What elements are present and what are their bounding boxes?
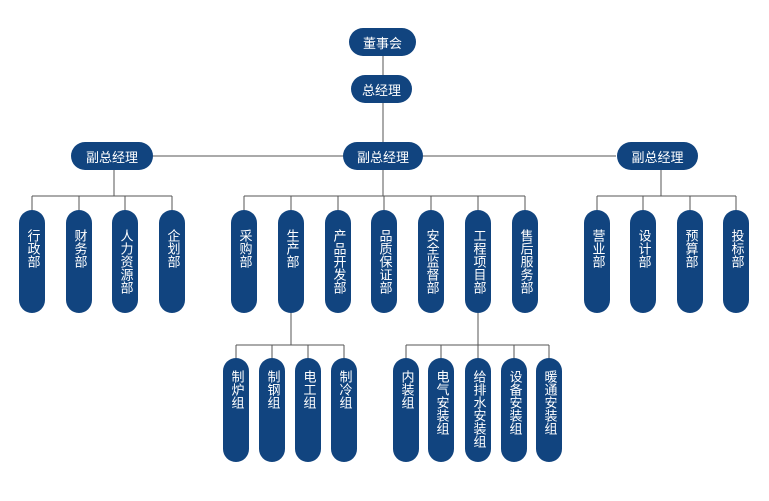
- dept-node: 采购部: [231, 210, 257, 313]
- group-node: 电工组: [295, 358, 321, 462]
- group-label: 电气安装组: [433, 370, 449, 435]
- dept-label: 售后服务部: [517, 229, 533, 294]
- dept-node: 生产部: [278, 210, 304, 313]
- dept-label: 采购部: [236, 229, 252, 268]
- dept-node: 企划部: [159, 210, 185, 313]
- group-node: 内装组: [393, 358, 419, 462]
- dept-label: 财务部: [71, 229, 87, 268]
- board-label: 董事会: [362, 36, 402, 52]
- vp-node-left: 副总经理: [71, 142, 153, 170]
- dept-label: 人力资源部: [117, 229, 133, 294]
- group-label: 内装组: [398, 370, 414, 409]
- dept-label: 生产部: [283, 229, 299, 268]
- dept-label: 投标部: [728, 229, 744, 268]
- dept-node: 品质保证部: [371, 210, 397, 313]
- general-manager-node: 总经理: [351, 75, 412, 103]
- dept-node: 预算部: [677, 210, 703, 313]
- dept-label: 营业部: [589, 229, 605, 268]
- group-node: 电气安装组: [428, 358, 454, 462]
- dept-label: 工程项目部: [470, 229, 486, 294]
- dept-label: 预算部: [682, 229, 698, 268]
- dept-node: 产品开发部: [325, 210, 351, 313]
- group-label: 电工组: [300, 370, 316, 409]
- dept-node: 财务部: [66, 210, 92, 313]
- dept-node: 行政部: [19, 210, 45, 313]
- dept-node: 营业部: [584, 210, 610, 313]
- dept-label: 品质保证部: [376, 229, 392, 294]
- group-node: 制冷组: [331, 358, 357, 462]
- vp-node-center: 副总经理: [343, 142, 423, 170]
- dept-label: 安全监督部: [423, 229, 439, 294]
- general-manager-label: 总经理: [361, 83, 401, 99]
- board-node: 董事会: [349, 28, 416, 56]
- group-label: 暖通安装组: [541, 370, 557, 435]
- vp-node-right: 副总经理: [617, 142, 698, 170]
- vp-label: 副总经理: [85, 150, 138, 166]
- group-label: 设备安装组: [506, 370, 522, 435]
- dept-node: 工程项目部: [465, 210, 491, 313]
- dept-node: 投标部: [723, 210, 749, 313]
- dept-label: 企划部: [164, 229, 180, 268]
- dept-node: 售后服务部: [512, 210, 538, 313]
- group-node: 制钢组: [259, 358, 285, 462]
- group-node: 制炉组: [223, 358, 249, 462]
- vp-label: 副总经理: [631, 150, 684, 166]
- dept-node: 设计部: [630, 210, 656, 313]
- dept-label: 设计部: [635, 229, 651, 268]
- group-node: 暖通安装组: [536, 358, 562, 462]
- vp-label: 副总经理: [356, 150, 409, 166]
- group-label: 给排水安装组: [470, 370, 486, 448]
- group-node: 给排水安装组: [465, 358, 491, 462]
- dept-label: 产品开发部: [330, 229, 346, 294]
- group-label: 制冷组: [336, 370, 352, 409]
- group-label: 制钢组: [264, 370, 280, 409]
- dept-label: 行政部: [24, 229, 40, 268]
- dept-node: 安全监督部: [418, 210, 444, 313]
- group-node: 设备安装组: [501, 358, 527, 462]
- dept-node: 人力资源部: [112, 210, 138, 313]
- group-label: 制炉组: [228, 370, 244, 409]
